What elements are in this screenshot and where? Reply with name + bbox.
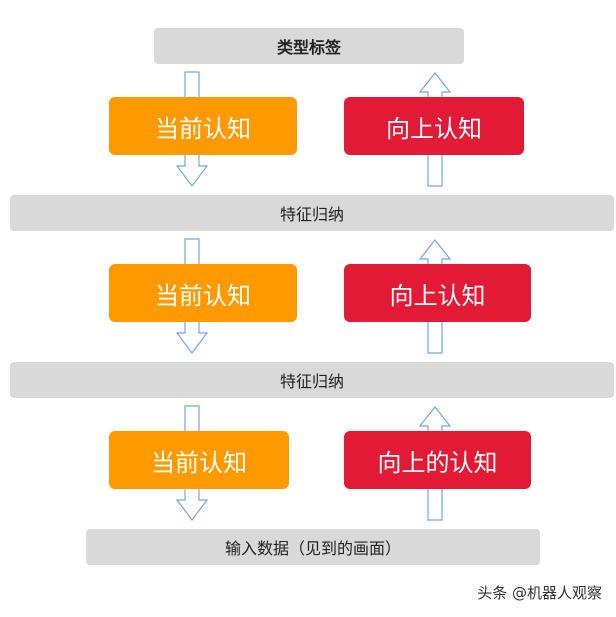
input-data-bar: 输入数据（见到的画面） <box>86 529 540 565</box>
feature-induction-bar-1: 特征归纳 <box>10 195 614 231</box>
upward-cognition-box-1: 向上认知 <box>344 97 524 155</box>
upward-cognition-box-2: 向上认知 <box>344 264 531 322</box>
feature-induction-bar-2: 特征归纳 <box>10 362 614 398</box>
current-cognition-box-1: 当前认知 <box>109 97 297 155</box>
current-cognition-box-3: 当前认知 <box>109 431 289 489</box>
top-bar-type-label: 类型标签 <box>154 28 464 64</box>
current-cognition-box-2: 当前认知 <box>109 264 297 322</box>
upward-cognition-box-3: 向上的认知 <box>344 431 531 489</box>
watermark-text: 头条 @机器人观察 <box>477 584 602 602</box>
